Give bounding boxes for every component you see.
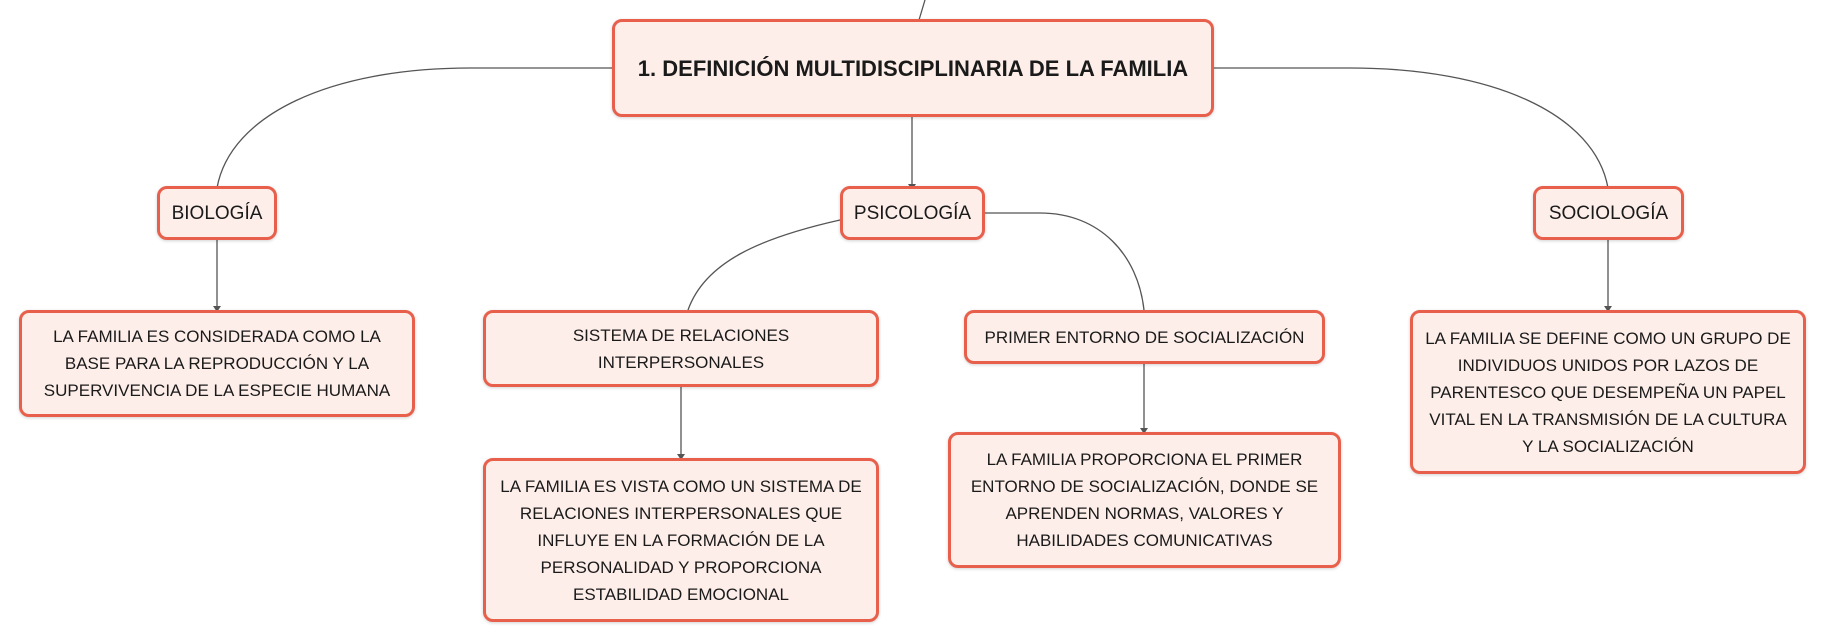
connector-root-sociologia [1214,67,1609,189]
psicologia-sub2-detail-text: LA FAMILIA PROPORCIONA EL PRIMER ENTORNO… [970,450,1319,550]
psicologia-sub1-detail-text: LA FAMILIA ES VISTA COMO UN SISTEMA DE R… [500,476,862,604]
branch-sociologia-node[interactable]: SOCIOLOGÍA [1533,186,1684,240]
psicologia-sub2-detail-node[interactable]: LA FAMILIA PROPORCIONA EL PRIMER ENTORNO… [948,432,1341,568]
root-topic-node[interactable]: 1. DEFINICIÓN MULTIDISCIPLINARIA DE LA F… [612,19,1214,117]
biologia-detail-text: LA FAMILIA ES CONSIDERADA COMO LA BASE P… [43,327,391,400]
sociologia-detail-text: LA FAMILIA SE DEFINE COMO UN GRUPO DE IN… [1425,328,1791,456]
psicologia-sub1-label: SISTEMA DE RELACIONES INTERPERSONALES [572,325,790,372]
branch-sociologia-label: SOCIOLOGÍA [1548,202,1669,224]
biologia-detail-node[interactable]: LA FAMILIA ES CONSIDERADA COMO LA BASE P… [19,310,415,417]
arrowhead-sociologia-detail [1604,306,1612,312]
arrowhead-biologia-detail [213,306,221,312]
psicologia-sub2-node[interactable]: PRIMER ENTORNO DE SOCIALIZACIÓN [964,310,1325,364]
arrowhead-sub2-detail [1140,428,1148,434]
connector-root-top [918,0,926,21]
psicologia-sub2-label: PRIMER ENTORNO DE SOCIALIZACIÓN [984,327,1305,347]
psicologia-sub1-node[interactable]: SISTEMA DE RELACIONES INTERPERSONALES [483,310,879,387]
branch-psicologia-label: PSICOLOGÍA [853,202,972,224]
branch-biologia-node[interactable]: BIOLOGÍA [157,186,277,240]
branch-psicologia-node[interactable]: PSICOLOGÍA [840,186,985,240]
root-topic-text: 1. DEFINICIÓN MULTIDISCIPLINARIA DE LA F… [637,55,1189,81]
psicologia-sub1-detail-node[interactable]: LA FAMILIA ES VISTA COMO UN SISTEMA DE R… [483,458,879,622]
connector-psicologia-sub1 [687,219,841,311]
connector-root-biologia [216,67,612,189]
arrowhead-sub1-detail [677,454,685,460]
sociologia-detail-node[interactable]: LA FAMILIA SE DEFINE COMO UN GRUPO DE IN… [1410,310,1806,474]
branch-biologia-label: BIOLOGÍA [171,202,263,224]
connector-psicologia-sub2 [984,212,1145,311]
